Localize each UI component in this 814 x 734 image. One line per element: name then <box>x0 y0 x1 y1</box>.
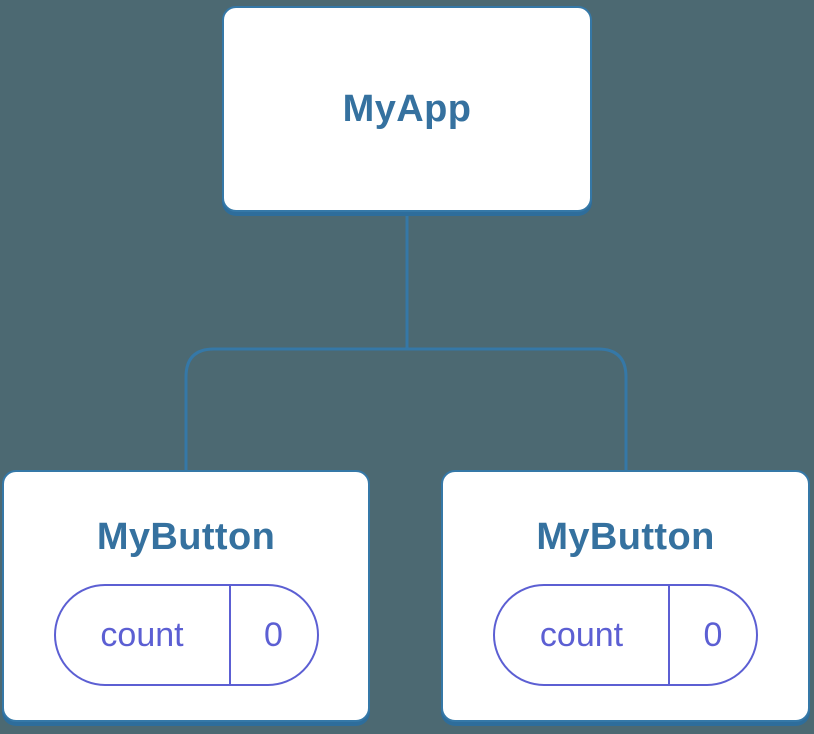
fork-line <box>184 347 628 471</box>
state-key-cell: count <box>495 586 668 684</box>
node-mybutton-left-label: MyButton <box>96 516 276 558</box>
state-pill-divider <box>668 586 670 684</box>
state-key-label: count <box>100 616 184 654</box>
node-mybutton-left: MyButton count 0 <box>2 470 370 722</box>
state-value-cell: 0 <box>670 586 756 684</box>
node-mybutton-right: MyButton count 0 <box>441 470 810 722</box>
state-value-cell: 0 <box>231 586 317 684</box>
state-value-label: 0 <box>703 616 723 654</box>
node-myapp: MyApp <box>222 6 592 212</box>
node-myapp-label: MyApp <box>342 88 472 130</box>
state-key-label: count <box>539 616 624 654</box>
state-key-cell: count <box>56 586 229 684</box>
state-pill-divider <box>228 586 231 684</box>
state-value-label: 0 <box>264 616 283 654</box>
state-pill-right: count 0 <box>493 584 758 686</box>
node-mybutton-right-label: MyButton <box>536 516 715 558</box>
state-pill-left: count 0 <box>53 584 319 686</box>
